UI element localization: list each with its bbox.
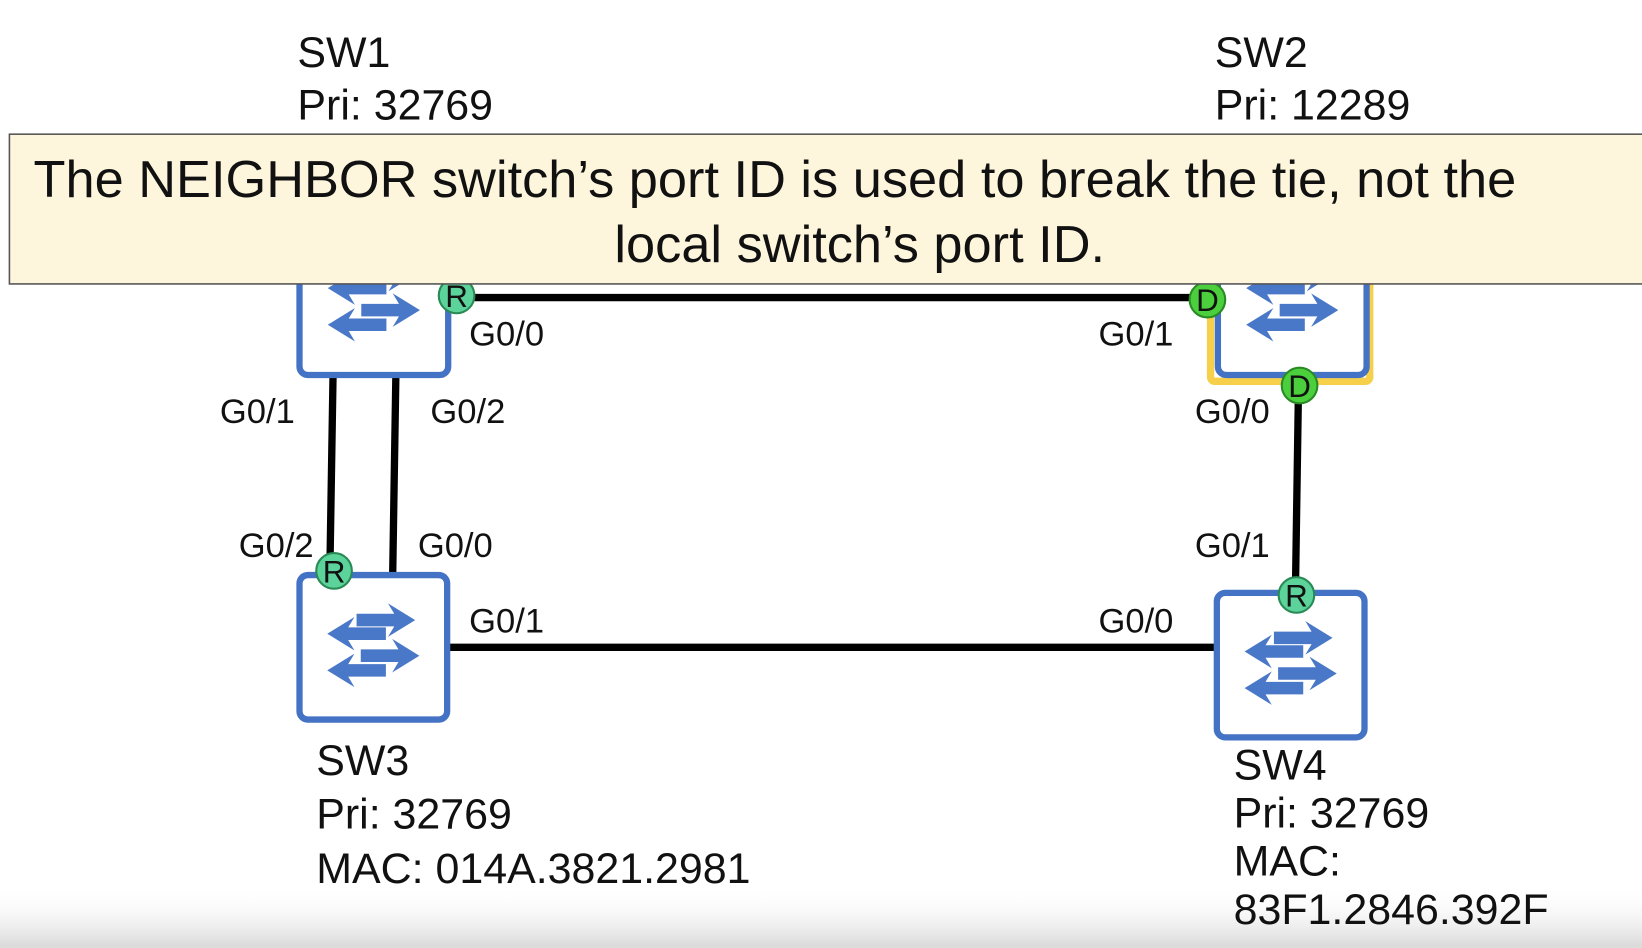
arrow-right-icon <box>360 638 420 673</box>
sw3-name: SW3 <box>316 737 409 785</box>
port-label-sw1-g02: G0/2 <box>430 393 505 431</box>
root-port-badge-sw4: R <box>1277 576 1316 614</box>
arrow-left-icon <box>327 616 386 651</box>
sw3-priority: Pri: 32769 <box>316 790 512 838</box>
port-label-sw3-g00: G0/0 <box>418 527 493 565</box>
svg-text:R: R <box>445 279 468 314</box>
arrow-right-icon <box>1278 656 1337 691</box>
arrow-right-icon <box>1279 293 1339 327</box>
callout-banner: The NEIGHBOR switch’s port ID is used to… <box>8 133 1642 285</box>
port-label-sw2-g00: G0/0 <box>1195 393 1270 431</box>
arrow-left-icon <box>327 308 387 342</box>
svg-text:D: D <box>1288 369 1311 404</box>
sw4-priority: Pri: 32769 <box>1234 789 1430 837</box>
sw4-mac: 83F1.2846.392F <box>1234 886 1549 934</box>
designated-port-badge-sw2-g00: D <box>1280 366 1319 405</box>
sw4-name: SW4 <box>1234 741 1327 789</box>
link-sw1-g01-sw3-g02 <box>326 377 337 571</box>
root-port-badge-sw1: R <box>437 276 476 315</box>
arrow-right-icon <box>361 293 420 327</box>
port-label-sw4-g01: G0/1 <box>1195 527 1270 565</box>
port-label-sw1-g00: G0/0 <box>469 316 544 354</box>
sw3-mac: MAC: 014A.3821.2981 <box>316 845 750 893</box>
arrow-right-icon <box>1273 621 1333 655</box>
link-sw1-g02-sw3-g00 <box>389 377 400 575</box>
sw1-priority: Pri: 32769 <box>297 82 493 130</box>
links <box>326 293 1303 651</box>
port-label-sw4-g00: G0/0 <box>1099 603 1174 641</box>
svg-text:R: R <box>1285 578 1308 613</box>
switch-body <box>296 571 451 723</box>
port-label-sw1-g01: G0/1 <box>220 393 295 431</box>
link-sw2-sw4 <box>1291 385 1303 594</box>
port-label-sw3-g02: G0/2 <box>239 527 314 565</box>
svg-text:D: D <box>1196 283 1219 318</box>
callout-line-2: local switch’s port ID. <box>614 216 1105 274</box>
arrow-right-icon <box>356 603 416 637</box>
bottom-fade <box>0 885 1642 948</box>
switch-sw4[interactable] <box>1213 589 1368 741</box>
arrow-left-icon <box>327 653 386 688</box>
arrow-left-icon <box>1244 671 1304 705</box>
designated-port-badge-sw2-g01: D <box>1188 280 1227 319</box>
svg-text:R: R <box>323 554 346 589</box>
port-label-sw3-g01: G0/1 <box>469 603 544 641</box>
switch-sw3[interactable] <box>296 571 451 723</box>
sw2-priority: Pri: 12289 <box>1215 82 1411 130</box>
switch-body <box>1213 589 1368 741</box>
callout-line-1: The NEIGHBOR switch’s port ID is used to… <box>34 151 1517 209</box>
sw2-name: SW2 <box>1215 29 1308 77</box>
root-port-badge-sw3: R <box>315 552 353 590</box>
sw1-name: SW1 <box>297 29 390 77</box>
arrow-left-icon <box>1244 634 1304 669</box>
port-label-sw2-g01: G0/1 <box>1099 316 1174 354</box>
sw4-mac-label: MAC: <box>1234 838 1341 886</box>
arrow-left-icon <box>1246 308 1305 342</box>
